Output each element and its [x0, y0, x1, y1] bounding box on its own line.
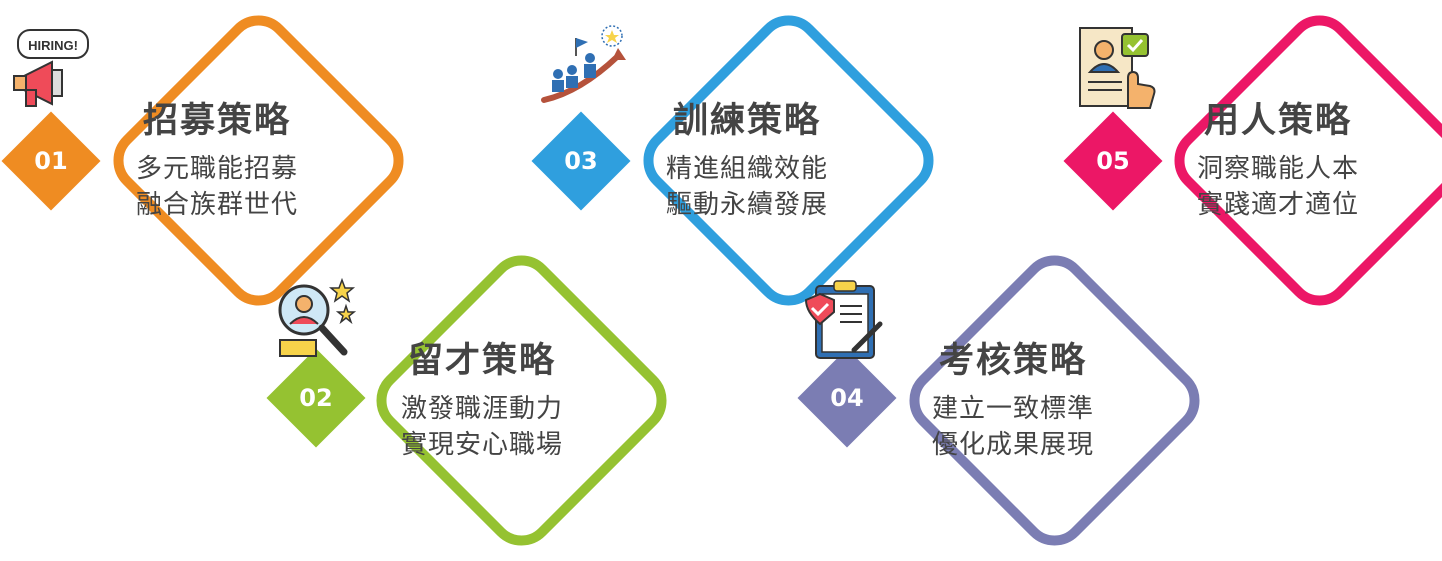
strategy-line-01a: 多元職能招募: [135, 154, 298, 184]
growth-team-icon: [541, 25, 626, 103]
strategy-title-02: 留才策略: [407, 341, 556, 381]
talent-search-icon: [278, 278, 357, 357]
badge-number-05: 05: [1096, 147, 1130, 175]
badge-number-02: 02: [299, 384, 333, 412]
strategy-title-05: 用人策略: [1203, 101, 1352, 141]
strategy-line-04a: 建立一致標準: [931, 394, 1094, 424]
resume-select-icon: [1079, 27, 1156, 109]
hiring-sign-text: HIRING!: [28, 38, 78, 53]
strategy-line-02b: 實現安心職場: [400, 430, 563, 460]
evaluation-clipboard-icon: [804, 280, 883, 359]
badge-number-04: 04: [830, 384, 864, 412]
strategy-line-05a: 洞察職能人本: [1196, 154, 1359, 184]
strategy-title-03: 訓練策略: [672, 101, 821, 141]
strategy-title-04: 考核策略: [938, 341, 1087, 381]
badge-number-01: 01: [34, 147, 68, 175]
strategy-line-04b: 優化成果展現: [931, 430, 1094, 460]
strategy-title-01: 招募策略: [142, 101, 291, 141]
hiring-megaphone-icon: HIRING!: [13, 29, 89, 107]
strategy-line-03b: 驅動永續發展: [665, 190, 828, 220]
strategy-line-02a: 激發職涯動力: [400, 394, 563, 424]
strategy-line-05b: 實踐適才適位: [1196, 190, 1359, 220]
strategy-line-01b: 融合族群世代: [135, 190, 298, 220]
badge-number-03: 03: [564, 147, 598, 175]
strategy-line-03a: 精進組織效能: [665, 154, 828, 184]
